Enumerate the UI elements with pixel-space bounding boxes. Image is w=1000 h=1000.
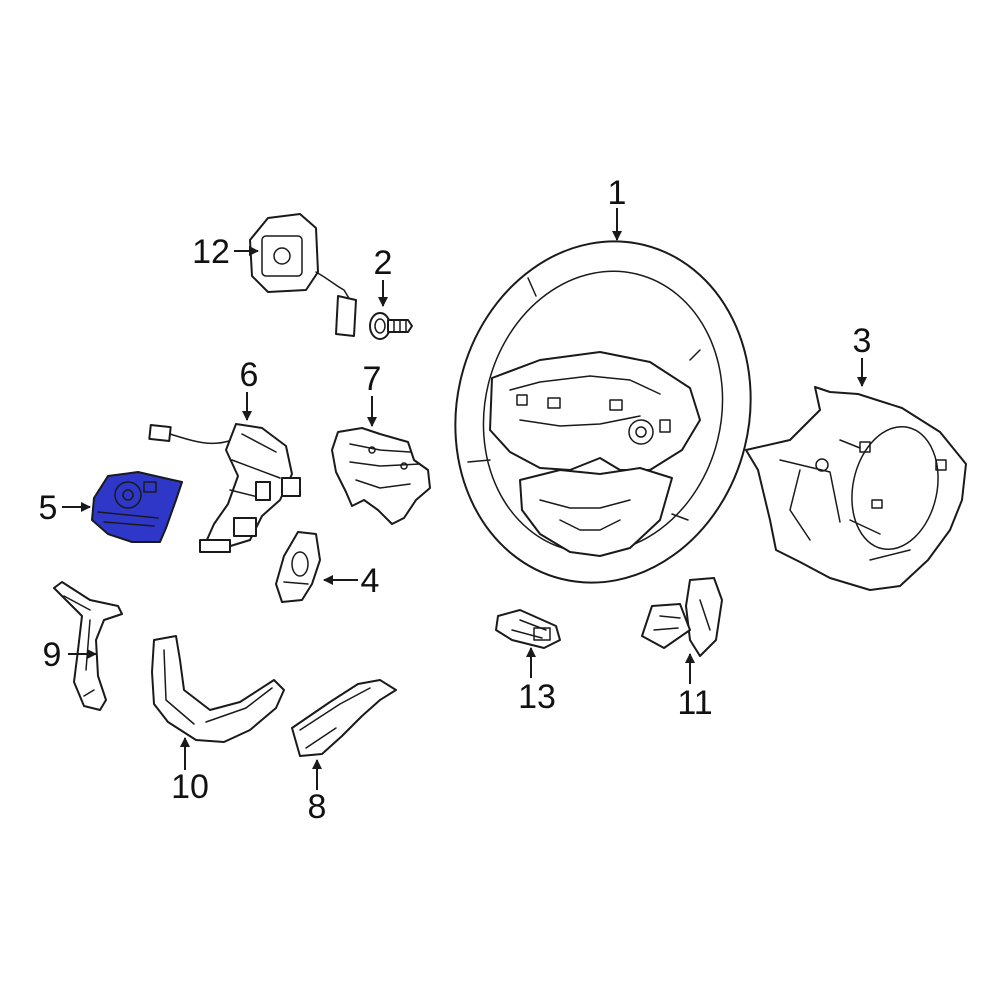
part-2-bolt[interactable] (369, 312, 413, 340)
callout-1: 1 (608, 174, 627, 212)
callout-labels: 1 2 3 4 5 6 7 8 9 10 11 12 13 (39, 174, 872, 826)
callout-7: 7 (363, 360, 382, 398)
callout-2: 2 (374, 244, 393, 282)
part-8-lower-cover[interactable] (291, 679, 397, 757)
callout-6: 6 (240, 356, 259, 394)
callout-5: 5 (39, 489, 58, 527)
callout-8: 8 (308, 788, 327, 826)
callout-4: 4 (361, 562, 380, 600)
part-4-cover-switch[interactable] (275, 531, 321, 603)
callout-3: 3 (853, 322, 872, 360)
part-3-airbag-cover[interactable] (745, 386, 967, 591)
part-5-steering-switch[interactable] (91, 471, 183, 543)
part-1-steering-wheel[interactable] (420, 210, 787, 614)
part-9-trim-strip[interactable] (53, 581, 123, 711)
part-12-switch-module[interactable] (249, 213, 357, 337)
part-13-switch[interactable] (495, 609, 561, 649)
callout-11: 11 (677, 684, 712, 722)
part-6-wire-harness[interactable] (148, 423, 301, 553)
part-11-paddle-switch[interactable] (641, 577, 723, 657)
part-10-lower-trim[interactable] (151, 635, 285, 743)
callout-13: 13 (518, 678, 556, 716)
callout-12: 12 (192, 233, 230, 271)
callout-10: 10 (171, 768, 209, 806)
part-7-bracket[interactable] (331, 427, 431, 525)
leader-lines (62, 208, 867, 790)
callout-9: 9 (43, 636, 62, 674)
